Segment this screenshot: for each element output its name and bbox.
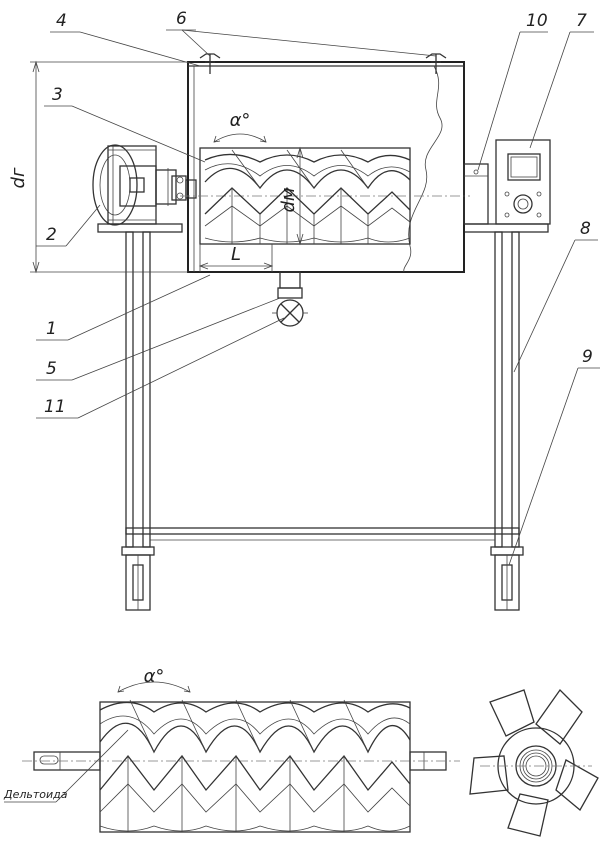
wing-nut-left <box>199 53 221 74</box>
motor <box>92 144 157 226</box>
leader-lines <box>36 29 600 566</box>
dimension-dg-label: dг <box>8 167 29 188</box>
callout-numbers: 1 2 3 4 5 6 7 8 9 10 11 <box>44 9 593 417</box>
frame <box>125 231 520 548</box>
caster-left <box>121 546 155 611</box>
callout-7: 7 <box>576 11 587 31</box>
callout-5: 5 <box>46 359 57 379</box>
callout-8: 8 <box>580 219 591 239</box>
angle-bottom-label: α° <box>144 666 165 687</box>
dimension-dm: dм <box>278 146 304 246</box>
caster-right <box>490 546 524 611</box>
control-box <box>495 139 551 225</box>
callout-6: 6 <box>176 9 187 29</box>
dimension-length-label: L <box>231 244 241 265</box>
wing-nut-right <box>425 53 447 74</box>
rotor-main <box>180 147 470 245</box>
callout-11: 11 <box>44 397 66 417</box>
callout-2: 2 <box>46 225 57 245</box>
callout-1: 1 <box>46 319 57 339</box>
coupling <box>155 168 197 206</box>
callout-3: 3 <box>52 85 63 105</box>
dimension-dm-label: dм <box>278 187 299 212</box>
deltoid-label: Дельтоида <box>3 788 68 801</box>
mixer-assembly: dг L dм α° <box>8 9 600 611</box>
dimension-length: L <box>198 244 274 272</box>
callout-10: 10 <box>526 11 548 31</box>
callout-9: 9 <box>582 347 593 367</box>
drain-valve <box>272 271 308 327</box>
bearing-housing <box>463 163 489 225</box>
angle-top: α° <box>213 110 267 143</box>
tank <box>187 53 465 273</box>
angle-top-label: α° <box>230 110 251 131</box>
rotor-end-view <box>469 688 599 837</box>
dimension-dg: dг <box>8 60 188 274</box>
callout-4: 4 <box>56 11 67 31</box>
rotor-detail: α° Дельтоида <box>3 666 460 833</box>
